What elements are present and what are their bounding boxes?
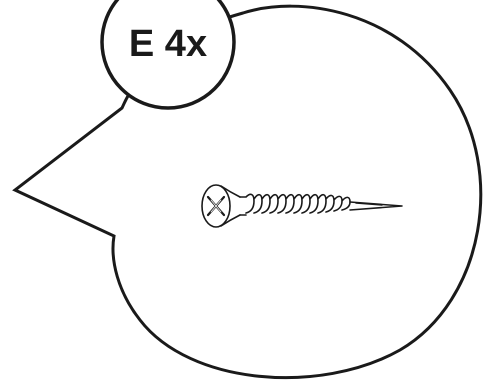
callout-bubble xyxy=(12,4,483,380)
part-label-badge xyxy=(100,0,236,110)
part-label-text: E 4x xyxy=(129,23,207,65)
countersunk-phillips-screw-icon xyxy=(201,184,403,228)
